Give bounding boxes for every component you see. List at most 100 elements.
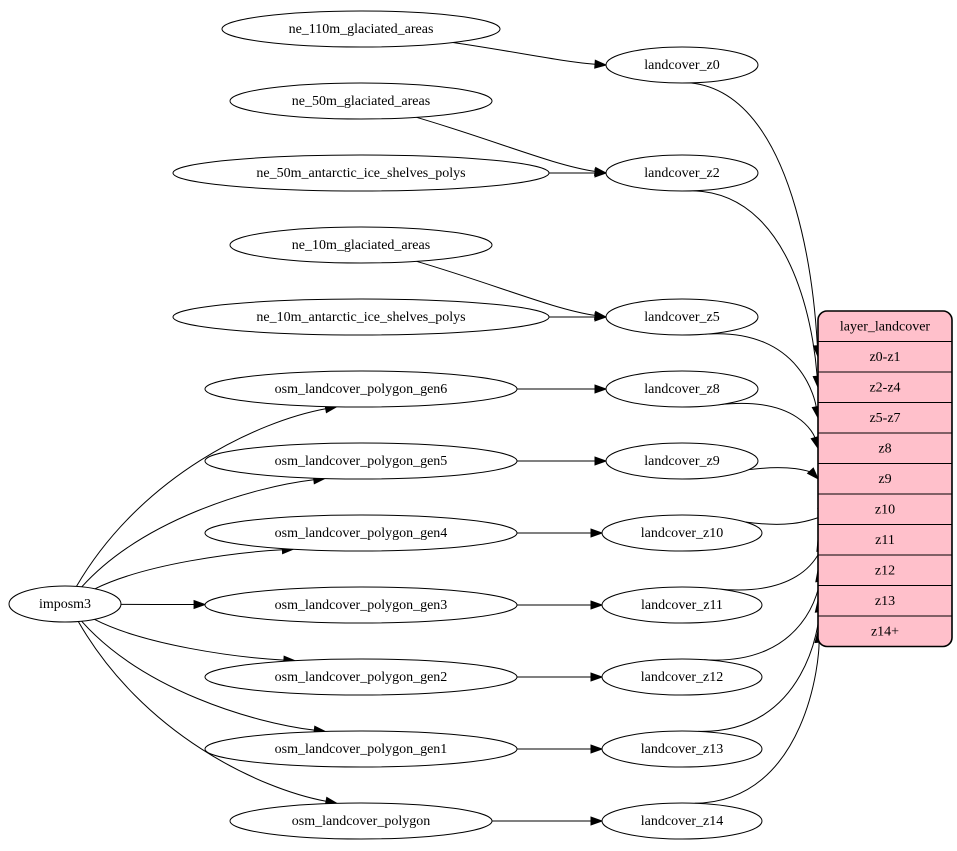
node-ellipse-osm_landcover_polygon_gen4 xyxy=(204,514,518,552)
edge-arrowhead xyxy=(594,59,608,69)
node-label-osm_landcover_polygon_gen6: osm_landcover_polygon_gen6 xyxy=(275,382,448,397)
node-ne_50m_antarctic_ice_shelves_polys[interactable]: ne_50m_antarctic_ice_shelves_polys xyxy=(172,154,550,192)
node-ellipse-landcover_z12 xyxy=(601,658,763,696)
table-row-cell[interactable] xyxy=(818,432,952,464)
node-ellipse-landcover_z2 xyxy=(605,154,759,192)
table-layer: layer_landcoverz0-z1z2-z4z5-z7z8z9z10z11… xyxy=(817,310,953,648)
edge-imposm3-to-osm_landcover_polygon_gen1 xyxy=(81,620,315,731)
node-ne_10m_glaciated_areas[interactable]: ne_10m_glaciated_areas xyxy=(229,226,493,264)
edge-arrowhead xyxy=(590,744,604,754)
node-label-ne_10m_antarctic_ice_shelves_polys: ne_10m_antarctic_ice_shelves_polys xyxy=(256,310,465,325)
node-osm_landcover_polygon_gen6[interactable]: osm_landcover_polygon_gen6 xyxy=(204,370,518,408)
node-label-landcover_z12: landcover_z12 xyxy=(641,670,723,685)
node-ellipse-ne_110m_glaciated_areas xyxy=(221,10,501,48)
node-ellipse-ne_10m_antarctic_ice_shelves_polys xyxy=(172,298,550,336)
table-row-cell[interactable] xyxy=(818,371,952,403)
node-landcover_z12[interactable]: landcover_z12 xyxy=(601,658,763,696)
node-osm_landcover_polygon_gen4[interactable]: osm_landcover_polygon_gen4 xyxy=(204,514,518,552)
table-outline xyxy=(817,310,953,648)
table-row-label: z8 xyxy=(878,441,891,456)
node-label-osm_landcover_polygon_gen2: osm_landcover_polygon_gen2 xyxy=(275,670,448,685)
edge-imposm3-to-osm_landcover_polygon xyxy=(77,621,327,802)
table-row-label: z2-z4 xyxy=(869,380,900,395)
node-landcover_z14[interactable]: landcover_z14 xyxy=(601,802,763,840)
edge-imposm3-to-osm_landcover_polygon_gen2 xyxy=(94,618,284,661)
node-label-landcover_z10: landcover_z10 xyxy=(641,526,723,541)
node-imposm3[interactable]: imposm3 xyxy=(8,585,122,623)
edge-landcover_z0-to-row0 xyxy=(690,82,818,346)
table-row-cell[interactable] xyxy=(818,524,952,556)
node-osm_landcover_polygon_gen5[interactable]: osm_landcover_polygon_gen5 xyxy=(204,442,518,480)
edge-arrowhead xyxy=(590,528,604,538)
node-ellipse-landcover_z5 xyxy=(605,298,759,336)
edge-landcover_z11-to-row6 xyxy=(715,549,822,591)
node-ne_50m_glaciated_areas[interactable]: ne_50m_glaciated_areas xyxy=(229,82,493,120)
edge-landcover_z9-to-row4 xyxy=(748,467,813,473)
node-landcover_z11[interactable]: landcover_z11 xyxy=(601,586,763,624)
edge-arrowhead xyxy=(594,456,608,466)
node-label-osm_landcover_polygon: osm_landcover_polygon xyxy=(292,814,430,829)
node-landcover_z8[interactable]: landcover_z8 xyxy=(605,370,759,408)
node-landcover_z13[interactable]: landcover_z13 xyxy=(601,730,763,768)
node-osm_landcover_polygon_gen2[interactable]: osm_landcover_polygon_gen2 xyxy=(204,658,518,696)
node-landcover_z10[interactable]: landcover_z10 xyxy=(601,514,763,552)
edge-arrowhead xyxy=(594,168,608,178)
node-landcover_z5[interactable]: landcover_z5 xyxy=(605,298,759,336)
edge-imposm3-to-osm_landcover_polygon_gen6 xyxy=(76,408,326,587)
edge-ne_110m_glaciated_areas-to-landcover_z0 xyxy=(452,42,596,65)
table-row-cell[interactable] xyxy=(818,615,952,647)
table-row-label: z11 xyxy=(875,533,895,548)
node-label-ne_110m_glaciated_areas: ne_110m_glaciated_areas xyxy=(289,22,434,37)
node-landcover_z0[interactable]: landcover_z0 xyxy=(605,46,759,84)
node-ellipse-ne_10m_glaciated_areas xyxy=(229,226,493,264)
node-ellipse-landcover_z13 xyxy=(601,730,763,768)
node-label-landcover_z5: landcover_z5 xyxy=(644,310,719,325)
node-label-landcover_z9: landcover_z9 xyxy=(644,454,719,469)
node-ellipse-ne_50m_glaciated_areas xyxy=(229,82,493,120)
node-label-osm_landcover_polygon_gen1: osm_landcover_polygon_gen1 xyxy=(275,742,448,757)
node-label-landcover_z8: landcover_z8 xyxy=(644,382,719,397)
table-rows xyxy=(818,311,952,647)
table-row-label: z9 xyxy=(878,472,891,487)
edge-arrowhead xyxy=(590,672,604,682)
node-landcover_z9[interactable]: landcover_z9 xyxy=(605,442,759,480)
node-ellipse-osm_landcover_polygon xyxy=(229,802,493,840)
node-ne_10m_antarctic_ice_shelves_polys[interactable]: ne_10m_antarctic_ice_shelves_polys xyxy=(172,298,550,336)
node-label-osm_landcover_polygon_gen5: osm_landcover_polygon_gen5 xyxy=(275,454,448,469)
node-osm_landcover_polygon_gen3[interactable]: osm_landcover_polygon_gen3 xyxy=(204,586,518,624)
edge-landcover_z2-to-row1 xyxy=(693,190,818,377)
node-label-osm_landcover_polygon_gen3: osm_landcover_polygon_gen3 xyxy=(275,598,448,613)
node-label-imposm3: imposm3 xyxy=(39,597,91,612)
table-row-label: z10 xyxy=(875,502,895,517)
node-landcover_z2[interactable]: landcover_z2 xyxy=(605,154,759,192)
table-row-label: z0-z1 xyxy=(869,350,900,365)
node-ellipse-landcover_z14 xyxy=(601,802,763,840)
edge-arrowhead xyxy=(193,599,207,610)
node-ellipse-imposm3 xyxy=(8,585,122,623)
edge-ne_50m_glaciated_areas-to-landcover_z2 xyxy=(416,116,596,172)
edge-arrowhead xyxy=(594,384,608,394)
node-ellipse-osm_landcover_polygon_gen6 xyxy=(204,370,518,408)
edge-arrowhead xyxy=(594,312,608,322)
node-ellipse-ne_50m_antarctic_ice_shelves_polys xyxy=(172,154,550,192)
node-label-ne_10m_glaciated_areas: ne_10m_glaciated_areas xyxy=(292,238,430,253)
node-ellipse-landcover_z10 xyxy=(601,514,763,552)
table-header-label: layer_landcover xyxy=(840,319,931,334)
node-ellipse-landcover_z8 xyxy=(605,370,759,408)
node-osm_landcover_polygon_gen1[interactable]: osm_landcover_polygon_gen1 xyxy=(204,730,518,768)
node-ne_110m_glaciated_areas[interactable]: ne_110m_glaciated_areas xyxy=(221,10,501,48)
node-ellipse-osm_landcover_polygon_gen1 xyxy=(204,730,518,768)
table-row-cell[interactable] xyxy=(818,341,952,373)
edge-landcover_z8-to-row3 xyxy=(718,402,816,439)
table-row-cell[interactable] xyxy=(818,463,952,495)
edge-imposm3-to-osm_landcover_polygon_gen5 xyxy=(81,479,314,588)
table-layer_landcover[interactable]: layer_landcoverz0-z1z2-z4z5-z7z8z9z10z11… xyxy=(817,310,953,648)
node-ellipse-landcover_z9 xyxy=(605,442,759,480)
node-label-landcover_z0: landcover_z0 xyxy=(644,58,719,73)
node-label-osm_landcover_polygon_gen4: osm_landcover_polygon_gen4 xyxy=(275,526,448,541)
node-ellipse-osm_landcover_polygon_gen5 xyxy=(204,442,518,480)
node-ellipse-landcover_z11 xyxy=(601,586,763,624)
node-osm_landcover_polygon[interactable]: osm_landcover_polygon xyxy=(229,802,493,840)
edge-arrowhead xyxy=(590,600,604,610)
